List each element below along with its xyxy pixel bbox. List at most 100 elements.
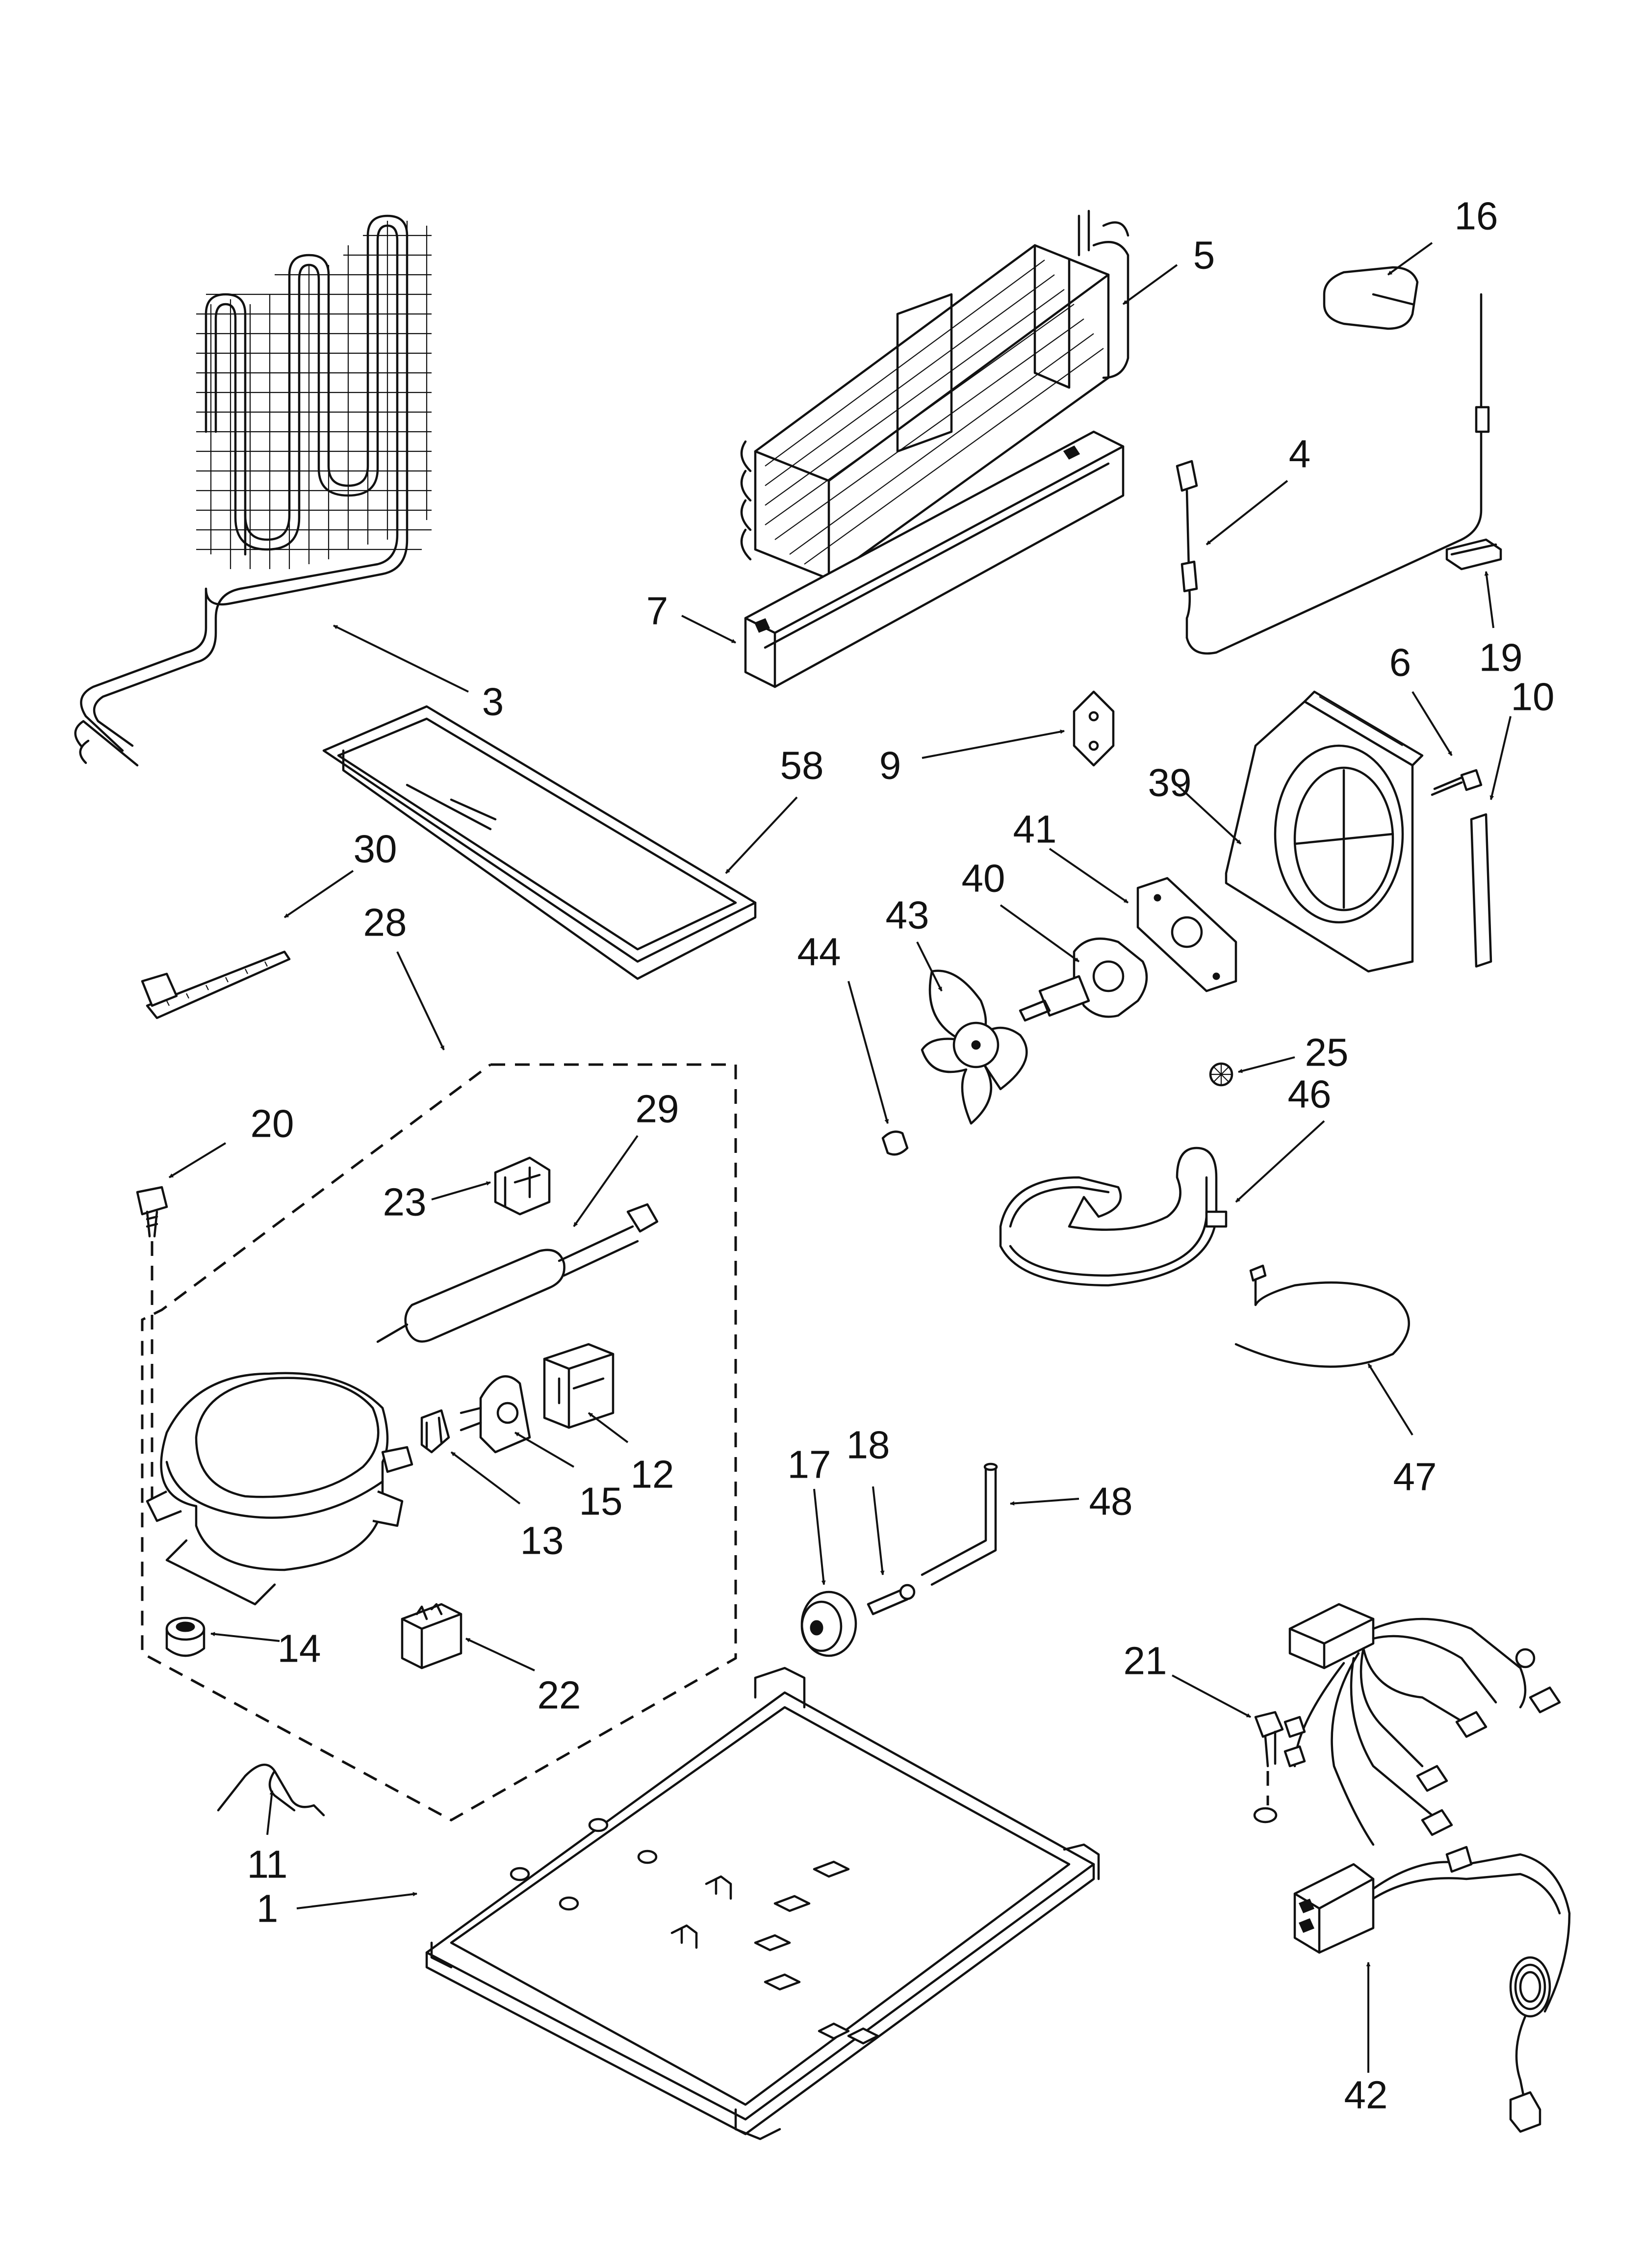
callout-41: 41 xyxy=(1013,808,1057,851)
leader-lines xyxy=(168,242,1512,2073)
leader-25 xyxy=(1238,1056,1295,1073)
leader-41 xyxy=(1049,848,1129,904)
callout-25: 25 xyxy=(1305,1031,1349,1074)
callout-4: 4 xyxy=(1289,432,1311,476)
gasket-strip xyxy=(1470,813,1492,968)
callout-23: 23 xyxy=(383,1180,427,1224)
leader-44 xyxy=(847,981,889,1124)
evaporator xyxy=(740,209,1129,580)
fan-motor xyxy=(1019,938,1148,1022)
terminal-clip xyxy=(420,1409,450,1454)
callout-13: 13 xyxy=(520,1519,564,1563)
callout-30: 30 xyxy=(354,827,397,871)
callout-46: 46 xyxy=(1288,1072,1332,1116)
callout-20: 20 xyxy=(251,1102,294,1146)
callout-43: 43 xyxy=(886,893,929,937)
leader-10 xyxy=(1489,716,1512,800)
leader-5 xyxy=(1122,264,1178,305)
base-plate xyxy=(425,1667,1100,2140)
leader-17 xyxy=(813,1488,826,1585)
callout-44: 44 xyxy=(797,930,841,974)
fan-blade xyxy=(921,969,1028,1125)
callout-40: 40 xyxy=(962,857,1005,900)
evaporator-trough xyxy=(744,430,1125,688)
leader-9 xyxy=(922,730,1065,759)
leader-40 xyxy=(1000,904,1080,963)
leader-18 xyxy=(872,1486,885,1575)
leader-21 xyxy=(1172,1674,1251,1718)
callout-21: 21 xyxy=(1124,1639,1167,1683)
wire-clip xyxy=(217,1763,325,1817)
leader-48 xyxy=(1010,1498,1079,1506)
leader-20 xyxy=(168,1142,227,1178)
leader-39 xyxy=(1176,784,1242,845)
screw-6 xyxy=(1431,769,1483,796)
cable-tie xyxy=(141,950,291,1019)
motor-plate xyxy=(1136,877,1237,992)
callout-39: 39 xyxy=(1148,761,1192,805)
leader-30 xyxy=(283,870,354,918)
leader-58 xyxy=(725,796,798,874)
leader-1 xyxy=(296,1892,417,1909)
grommet xyxy=(165,1616,205,1657)
leader-29 xyxy=(573,1135,639,1227)
callout-16: 16 xyxy=(1455,194,1498,238)
overload xyxy=(460,1375,531,1454)
clip-19 xyxy=(1445,538,1502,571)
callout-7: 7 xyxy=(646,589,668,633)
callout-47: 47 xyxy=(1393,1455,1437,1499)
leader-3 xyxy=(333,625,469,693)
callout-3: 3 xyxy=(482,680,504,724)
callout-28: 28 xyxy=(363,901,407,944)
filter-drier xyxy=(376,1203,659,1343)
callout-29: 29 xyxy=(636,1087,679,1131)
screw-21 xyxy=(1253,1711,1284,1824)
callout-22: 22 xyxy=(538,1673,581,1717)
condenser-fins xyxy=(196,221,432,569)
callout-19: 19 xyxy=(1479,636,1523,679)
clip-9 xyxy=(1073,690,1115,767)
leader-28 xyxy=(396,951,445,1050)
callout-1: 1 xyxy=(257,1887,279,1930)
parts-layer xyxy=(74,209,1571,2140)
callout-14: 14 xyxy=(278,1627,321,1670)
leader-4 xyxy=(1206,480,1288,546)
leader-47 xyxy=(1367,1363,1413,1436)
leader-15 xyxy=(514,1432,575,1468)
compressor xyxy=(146,1372,413,1606)
callout-17: 17 xyxy=(788,1443,831,1486)
group-outline-28 xyxy=(141,1063,737,1822)
sensor-harness xyxy=(1176,293,1490,655)
callout-6: 6 xyxy=(1389,641,1411,684)
screw-20 xyxy=(136,1186,168,1506)
leader-11 xyxy=(266,1790,274,1835)
leader-14 xyxy=(210,1632,280,1642)
callout-11: 11 xyxy=(247,1843,287,1886)
callout-58: 58 xyxy=(780,744,824,787)
wiring-harness xyxy=(1283,1603,1571,2133)
leader-23 xyxy=(431,1181,491,1200)
wheel xyxy=(800,1590,857,1657)
leader-6 xyxy=(1411,691,1453,756)
leader-16 xyxy=(1387,242,1433,276)
leader-12 xyxy=(588,1412,629,1443)
leader-46 xyxy=(1235,1120,1325,1203)
cap-16 xyxy=(1323,266,1419,330)
leader-13 xyxy=(450,1451,521,1505)
callout-48: 48 xyxy=(1089,1480,1133,1523)
condenser-coil xyxy=(74,214,432,767)
axle-pin xyxy=(867,1584,916,1616)
leader-7 xyxy=(681,615,736,644)
fan-shroud xyxy=(1225,690,1424,973)
leader-22 xyxy=(465,1638,535,1671)
callout-42: 42 xyxy=(1344,2073,1388,2117)
drain-tube xyxy=(999,1147,1228,1287)
callout-12: 12 xyxy=(631,1453,674,1496)
start-relay xyxy=(543,1343,615,1429)
callout-10: 10 xyxy=(1511,675,1555,719)
drain-pan xyxy=(322,705,757,980)
callout-labels: 1 3 4 5 6 7 9 10 11 12 13 14 15 16 17 18… xyxy=(247,194,1554,2117)
wire-47 xyxy=(1234,1264,1410,1368)
leader-19 xyxy=(1484,571,1494,628)
